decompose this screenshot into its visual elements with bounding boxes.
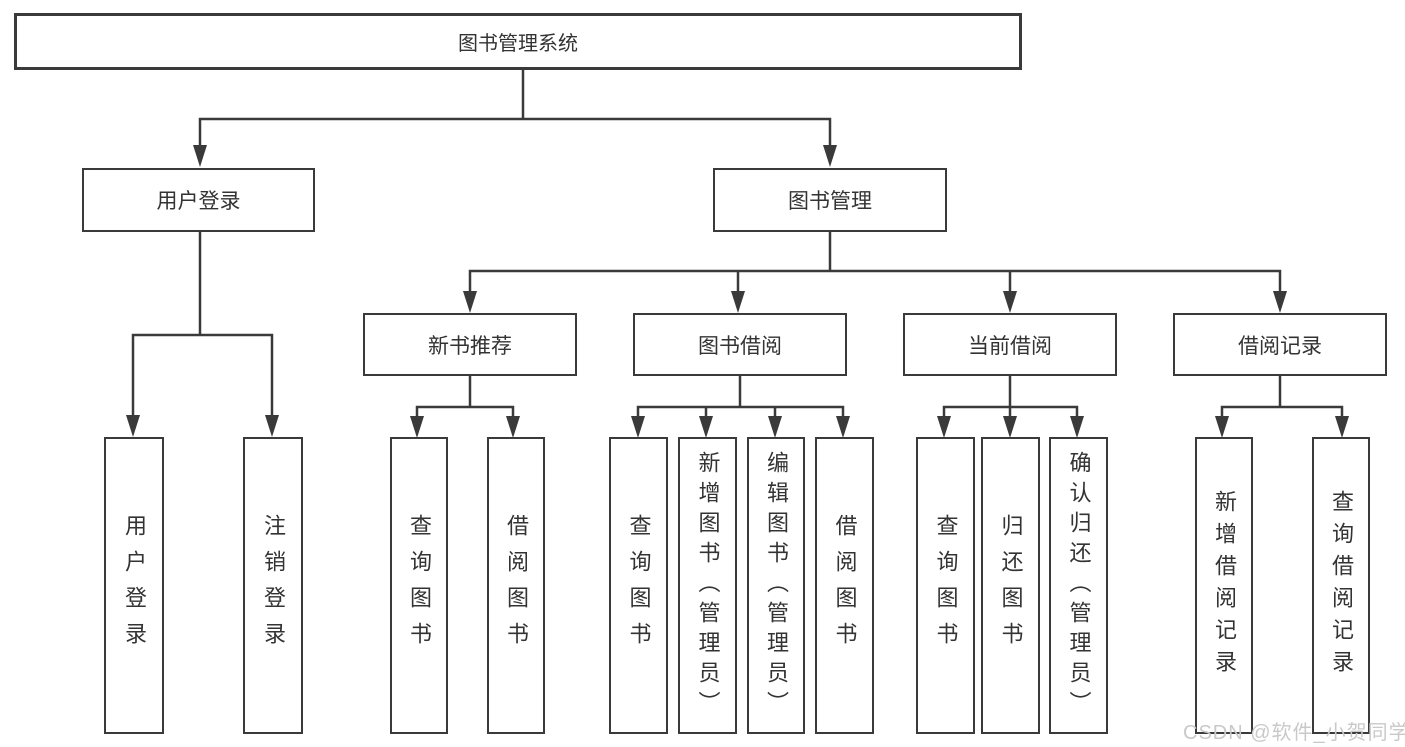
node-book-borrowing: 图书借阅 [633, 313, 847, 376]
node-label: 新增图书（管理员） [695, 450, 721, 721]
node-leaf-add-book-admin: 新增图书（管理员） [678, 437, 737, 734]
node-label: 查询图书 [407, 513, 432, 658]
node-label: 借阅图书 [832, 513, 858, 658]
node-borrowing-records: 借阅记录 [1173, 313, 1387, 376]
connector-userlogin-to-children [131, 230, 274, 422]
node-leaf-return-book: 归还图书 [981, 437, 1040, 734]
node-label: 归还图书 [998, 513, 1024, 658]
connector-newbook-to-children [415, 374, 515, 423]
node-label: 借阅记录 [1238, 334, 1322, 358]
connector-current-to-children [942, 374, 1079, 423]
node-label: 图书管理系统 [458, 33, 578, 55]
csdn-watermark: CSDN @软件_小贺同学 [1183, 722, 1405, 744]
node-leaf-edit-book-admin: 编辑图书（管理员） [747, 437, 805, 734]
node-label: 编辑图书（管理员） [764, 450, 789, 721]
arrowheads [126, 145, 1349, 438]
connector-bookmgmt-to-level3 [468, 230, 1282, 297]
node-label: 当前借阅 [968, 334, 1052, 358]
node-leaf-add-borrow-record: 新增借阅记录 [1195, 437, 1253, 734]
node-leaf-query-books-3: 查询图书 [916, 437, 975, 734]
node-new-book-recommend: 新书推荐 [363, 313, 577, 376]
node-label: 用户登录 [122, 513, 147, 658]
node-leaf-query-books-1: 查询图书 [390, 437, 448, 734]
node-leaf-confirm-return-admin: 确认归还（管理员） [1049, 437, 1108, 734]
node-leaf-user-login: 用户登录 [104, 437, 164, 734]
connector-root-to-level2 [198, 68, 832, 152]
node-label: 用户登录 [156, 190, 241, 213]
node-leaf-query-books-2: 查询图书 [609, 437, 668, 734]
node-book-management: 图书管理 [713, 168, 947, 232]
node-label: 查询借阅记录 [1329, 489, 1354, 682]
node-user-login: 用户登录 [82, 168, 315, 232]
node-label: 新书推荐 [428, 334, 512, 358]
node-leaf-query-borrow-record: 查询借阅记录 [1312, 437, 1370, 734]
node-label: 新增借阅记录 [1212, 489, 1237, 682]
node-leaf-borrow-books-1: 借阅图书 [487, 437, 545, 734]
node-label: 图书管理 [788, 190, 872, 213]
connector-records-to-children [1220, 374, 1344, 423]
node-current-borrowing: 当前借阅 [903, 313, 1117, 376]
node-label: 确认归还（管理员） [1066, 450, 1092, 721]
node-label: 查询图书 [626, 513, 652, 658]
node-leaf-logout: 注销登录 [243, 437, 303, 734]
node-leaf-borrow-books-2: 借阅图书 [815, 437, 874, 734]
node-label: 查询图书 [933, 513, 959, 658]
node-label: 注销登录 [261, 513, 286, 658]
node-label: 图书借阅 [698, 334, 782, 358]
node-label: 借阅图书 [504, 513, 529, 658]
connector-borrow-to-children [636, 374, 845, 423]
node-library-system: 图书管理系统 [14, 13, 1022, 70]
